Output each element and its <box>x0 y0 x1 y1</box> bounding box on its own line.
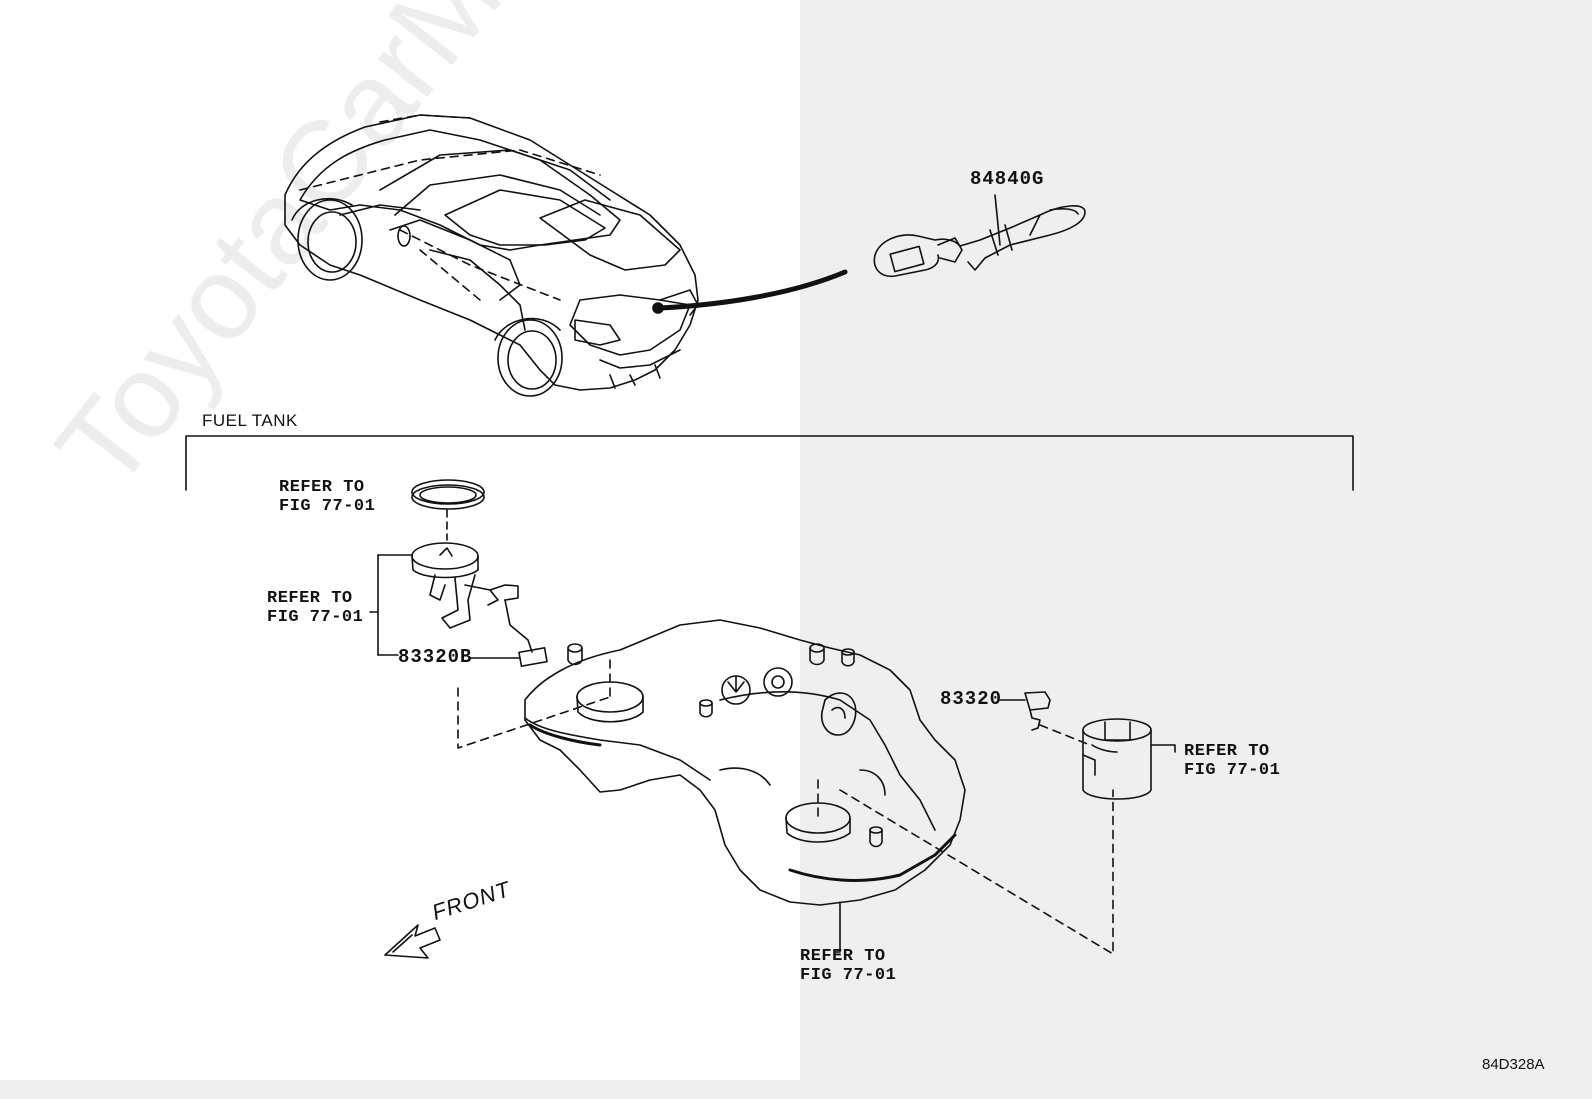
pump-reference-line1[interactable]: REFER TO <box>267 589 353 608</box>
figure-code: 84D328A <box>1482 1056 1545 1073</box>
background-right <box>800 0 1592 1080</box>
filter-part <box>1082 718 1176 800</box>
filter-reference-line1[interactable]: REFER TO <box>1184 742 1270 761</box>
sender-gauge-part-number[interactable]: 83320B <box>398 646 473 668</box>
front-arrow-icon <box>384 924 441 959</box>
harness-part <box>873 194 1086 278</box>
harness-part-number[interactable]: 84840G <box>970 168 1045 190</box>
car-illustration <box>284 114 848 397</box>
sender-unit-part-number[interactable]: 83320 <box>940 688 1003 710</box>
background-left <box>0 0 800 1080</box>
ring-reference-line1[interactable]: REFER TO <box>279 478 365 497</box>
sender-unit-part <box>999 691 1051 731</box>
ring-reference-line2[interactable]: FIG 77-01 <box>279 497 376 516</box>
leader-lines <box>457 659 1114 955</box>
tank-reference-line2[interactable]: FIG 77-01 <box>800 966 897 985</box>
section-bracket <box>185 435 1354 491</box>
background-bottom <box>0 1080 1592 1099</box>
tank-reference-line1[interactable]: REFER TO <box>800 947 886 966</box>
ring-part <box>411 479 485 541</box>
section-title: FUEL TANK <box>202 411 298 430</box>
filter-reference-line2[interactable]: FIG 77-01 <box>1184 761 1281 780</box>
pump-assembly <box>369 542 548 667</box>
fuel-tank <box>524 619 966 953</box>
pump-reference-line2[interactable]: FIG 77-01 <box>267 608 364 627</box>
